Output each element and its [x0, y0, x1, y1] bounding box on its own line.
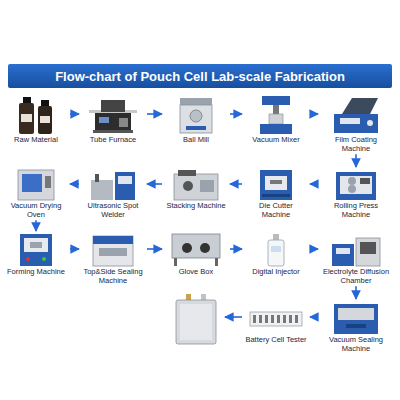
- drying-oven-picture: [18, 170, 54, 200]
- machine-label: Vacuum Sealing Machine: [320, 336, 392, 353]
- flow-arrow: [70, 183, 79, 185]
- machine-label: Rolling Press Machine: [320, 202, 392, 219]
- machine-node: Vacuum Sealing Machine: [320, 300, 392, 353]
- flow-arrow: [147, 113, 162, 115]
- machine-node: Electrolyte Diffusion Chamber: [320, 232, 392, 285]
- forming-machine-picture: [20, 234, 52, 266]
- tube-furnace-picture: [89, 100, 137, 133]
- machine-label: Ball Mill: [164, 136, 228, 145]
- flow-arrow: [230, 248, 242, 250]
- glove-box-picture: [172, 234, 220, 266]
- machine-node: Rolling Press Machine: [320, 168, 392, 219]
- pouch-cell-picture: [176, 294, 216, 344]
- flow-arrow: [230, 113, 242, 115]
- machine-node: Battery Cell Tester: [244, 300, 308, 345]
- machine-label: Glove Box: [164, 268, 228, 277]
- title-text: Flow-chart of Pouch Cell Lab-scale Fabri…: [55, 69, 345, 84]
- machine-label: Ultrasonic Spot Welder: [81, 202, 145, 219]
- machine-label: Film Coating Machine: [320, 136, 392, 153]
- machine-label: Tube Furnace: [81, 136, 145, 145]
- flow-arrow: [70, 113, 79, 115]
- vacuum-sealer-picture: [334, 304, 378, 334]
- machine-label: Top&Side Sealing Machine: [81, 268, 145, 285]
- title-banner: Flow-chart of Pouch Cell Lab-scale Fabri…: [8, 64, 392, 88]
- flow-arrow: [147, 183, 162, 185]
- rolling-press-picture: [336, 172, 376, 200]
- machine-label: Vacuum Mixer: [244, 136, 308, 145]
- die-cutter-picture: [260, 170, 292, 200]
- flow-arrow: [230, 183, 242, 185]
- film-coater-picture: [334, 98, 378, 133]
- machine-node: Glove Box: [164, 232, 228, 277]
- machine-node: Ultrasonic Spot Welder: [81, 168, 145, 219]
- diffusion-chamber-picture: [332, 238, 380, 266]
- injector-picture: [268, 234, 284, 266]
- machine-label: Electrolyte Diffusion Chamber: [320, 268, 392, 285]
- vacuum-mixer-picture: [260, 96, 292, 134]
- ball-mill-picture: [180, 98, 212, 133]
- flow-arrow: [310, 113, 318, 115]
- machine-node: Tube Furnace: [81, 94, 145, 145]
- flow-arrow: [310, 248, 318, 250]
- machine-node: Raw Material: [4, 94, 68, 145]
- machine-node: Vacuum Mixer: [244, 94, 308, 145]
- cell-tester-picture: [250, 312, 302, 326]
- machine-node: Film Coating Machine: [320, 94, 392, 153]
- spot-welder-picture: [91, 172, 135, 200]
- machine-node: Ball Mill: [164, 94, 228, 145]
- machine-node: Digital Injector: [244, 232, 308, 277]
- flow-arrow: [35, 220, 37, 231]
- machine-node: Top&Side Sealing Machine: [81, 232, 145, 285]
- flow-arrow: [70, 248, 79, 250]
- machine-label: Battery Cell Tester: [244, 336, 308, 345]
- sealing-machine-picture: [93, 236, 133, 266]
- machine-node: Vacuum Drying Oven: [4, 168, 68, 219]
- machine-label: Digital Injector: [244, 268, 308, 277]
- machine-label: Vacuum Drying Oven: [4, 202, 68, 219]
- stacking-machine-picture: [174, 170, 218, 200]
- machine-node: Die Cutter Machine: [244, 168, 308, 219]
- machine-label: Stacking Machine: [164, 202, 228, 211]
- machine-label: Raw Material: [4, 136, 68, 145]
- flow-arrow: [355, 286, 357, 299]
- machine-node: Forming Machine: [4, 232, 68, 277]
- flow-arrow: [310, 183, 318, 185]
- flow-arrow: [147, 248, 162, 250]
- flow-arrow: [355, 154, 357, 167]
- machine-label: Die Cutter Machine: [244, 202, 308, 219]
- bottles-picture: [19, 97, 52, 134]
- machine-label: Forming Machine: [4, 268, 68, 277]
- flow-arrow: [310, 316, 318, 318]
- machine-node: Stacking Machine: [164, 168, 228, 211]
- flow-arrow: [225, 316, 242, 318]
